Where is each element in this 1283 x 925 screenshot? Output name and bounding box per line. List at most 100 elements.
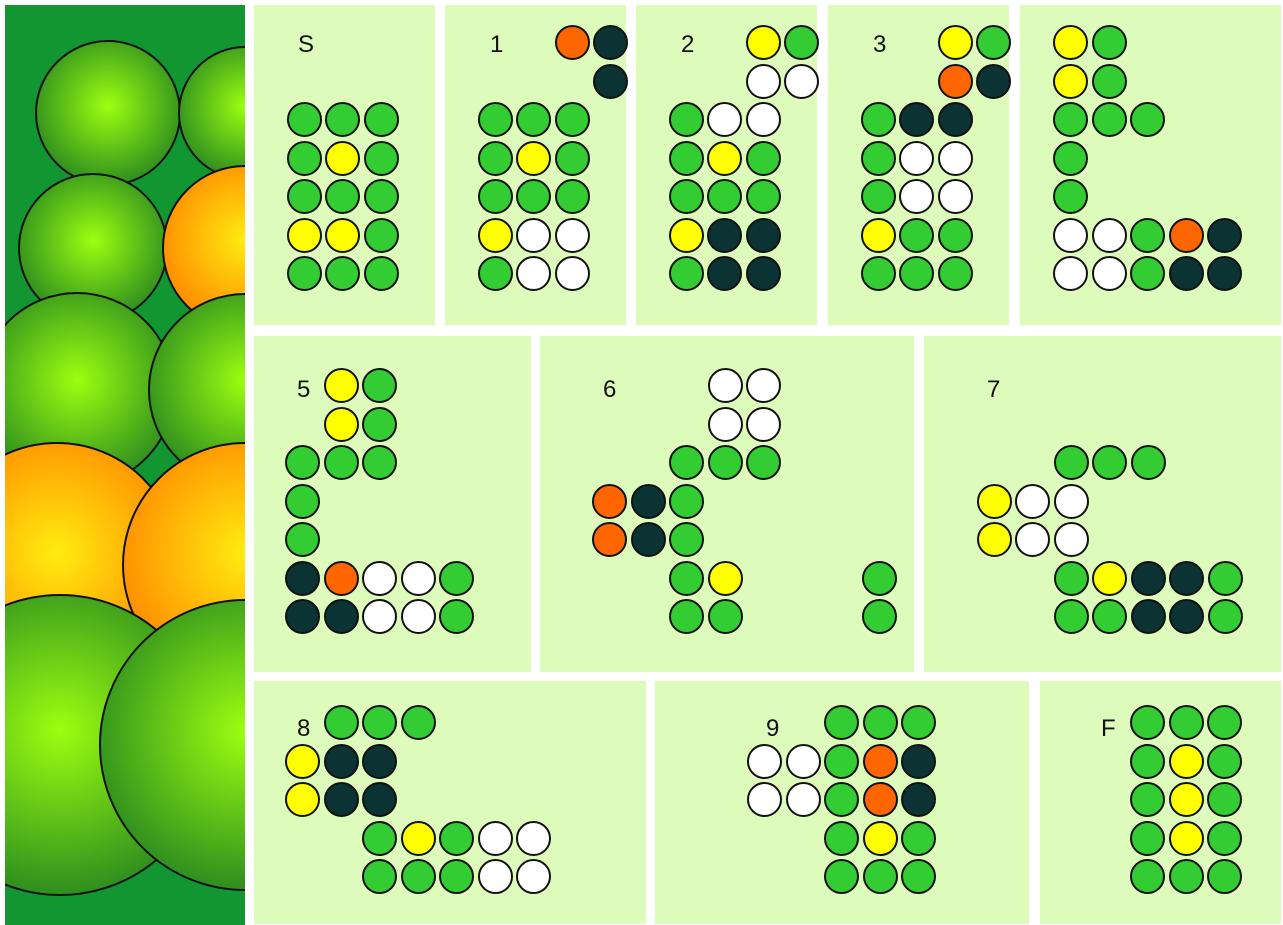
green-ball [362,368,397,403]
green-ball [1092,102,1127,137]
green-ball [938,218,973,253]
green-ball [285,445,320,480]
white-ball [938,141,973,176]
green-ball [1169,705,1204,740]
green-ball [364,256,399,291]
yellow-ball [324,407,359,442]
orange-ball [592,484,627,519]
green-ball [901,859,936,894]
dark-ball [631,484,666,519]
green-ball [1169,859,1204,894]
green-ball [824,859,859,894]
white-ball [784,64,819,99]
green-ball [1207,705,1242,740]
white-ball [1053,256,1088,291]
green-ball [555,141,590,176]
white-ball [401,561,436,596]
green-ball [784,25,819,60]
green-ball [1207,821,1242,856]
dark-ball [324,599,359,634]
dark-ball [1169,561,1204,596]
dark-ball [285,599,320,634]
green-ball [669,102,704,137]
white-ball [516,859,551,894]
green-ball [325,102,360,137]
yellow-ball [1092,561,1127,596]
dark-ball [362,782,397,817]
green-ball [861,179,896,214]
white-ball [1092,218,1127,253]
yellow-ball [401,821,436,856]
step-label: 8 [297,717,310,741]
green-ball [401,859,436,894]
green-ball [669,484,704,519]
white-ball [1015,484,1050,519]
green-ball [669,141,704,176]
green-ball [362,859,397,894]
yellow-ball [478,218,513,253]
green-ball [364,102,399,137]
decorative-sidebar [5,5,245,925]
green-ball [1130,705,1165,740]
yellow-ball [325,218,360,253]
white-ball [786,744,821,779]
green-ball [1130,782,1165,817]
green-ball [1208,561,1243,596]
dark-ball [746,218,781,253]
green-ball [478,102,513,137]
green-ball [1130,744,1165,779]
green-ball [364,179,399,214]
green-ball [1092,445,1127,480]
white-ball [746,407,781,442]
green-ball [824,821,859,856]
yellow-ball [977,484,1012,519]
green-ball [1130,218,1165,253]
orange-ball [592,522,627,557]
yellow-ball [285,782,320,817]
dark-ball [1131,561,1166,596]
dark-ball [631,522,666,557]
green-ball [1092,64,1127,99]
dark-ball [1207,256,1242,291]
green-ball [1130,256,1165,291]
step-label: S [298,33,314,57]
orange-ball [938,64,973,99]
white-ball [707,102,742,137]
green-ball [324,445,359,480]
white-ball [516,821,551,856]
green-ball [439,599,474,634]
dark-ball [593,64,628,99]
step-label: 5 [297,378,310,402]
step-label: 9 [766,717,779,741]
dark-ball [1169,599,1204,634]
decor-circle [36,41,180,185]
green-ball [938,256,973,291]
dark-ball [324,744,359,779]
yellow-ball [1169,744,1204,779]
yellow-ball [863,821,898,856]
step-label: F [1101,717,1116,741]
white-ball [362,561,397,596]
green-ball [478,179,513,214]
green-ball [707,179,742,214]
yellow-ball [861,218,896,253]
green-ball [516,179,551,214]
step-label: 1 [490,33,503,57]
orange-ball [863,744,898,779]
step-label: 3 [873,33,886,57]
orange-ball [555,25,590,60]
dark-ball [901,744,936,779]
yellow-ball [707,141,742,176]
yellow-ball [285,744,320,779]
green-ball [901,821,936,856]
yellow-ball [977,522,1012,557]
dark-ball [707,218,742,253]
step-label: 7 [987,378,1000,402]
green-ball [863,705,898,740]
green-ball [285,522,320,557]
white-ball [401,599,436,634]
green-ball [439,821,474,856]
green-ball [555,102,590,137]
green-ball [1053,102,1088,137]
green-ball [1131,445,1166,480]
